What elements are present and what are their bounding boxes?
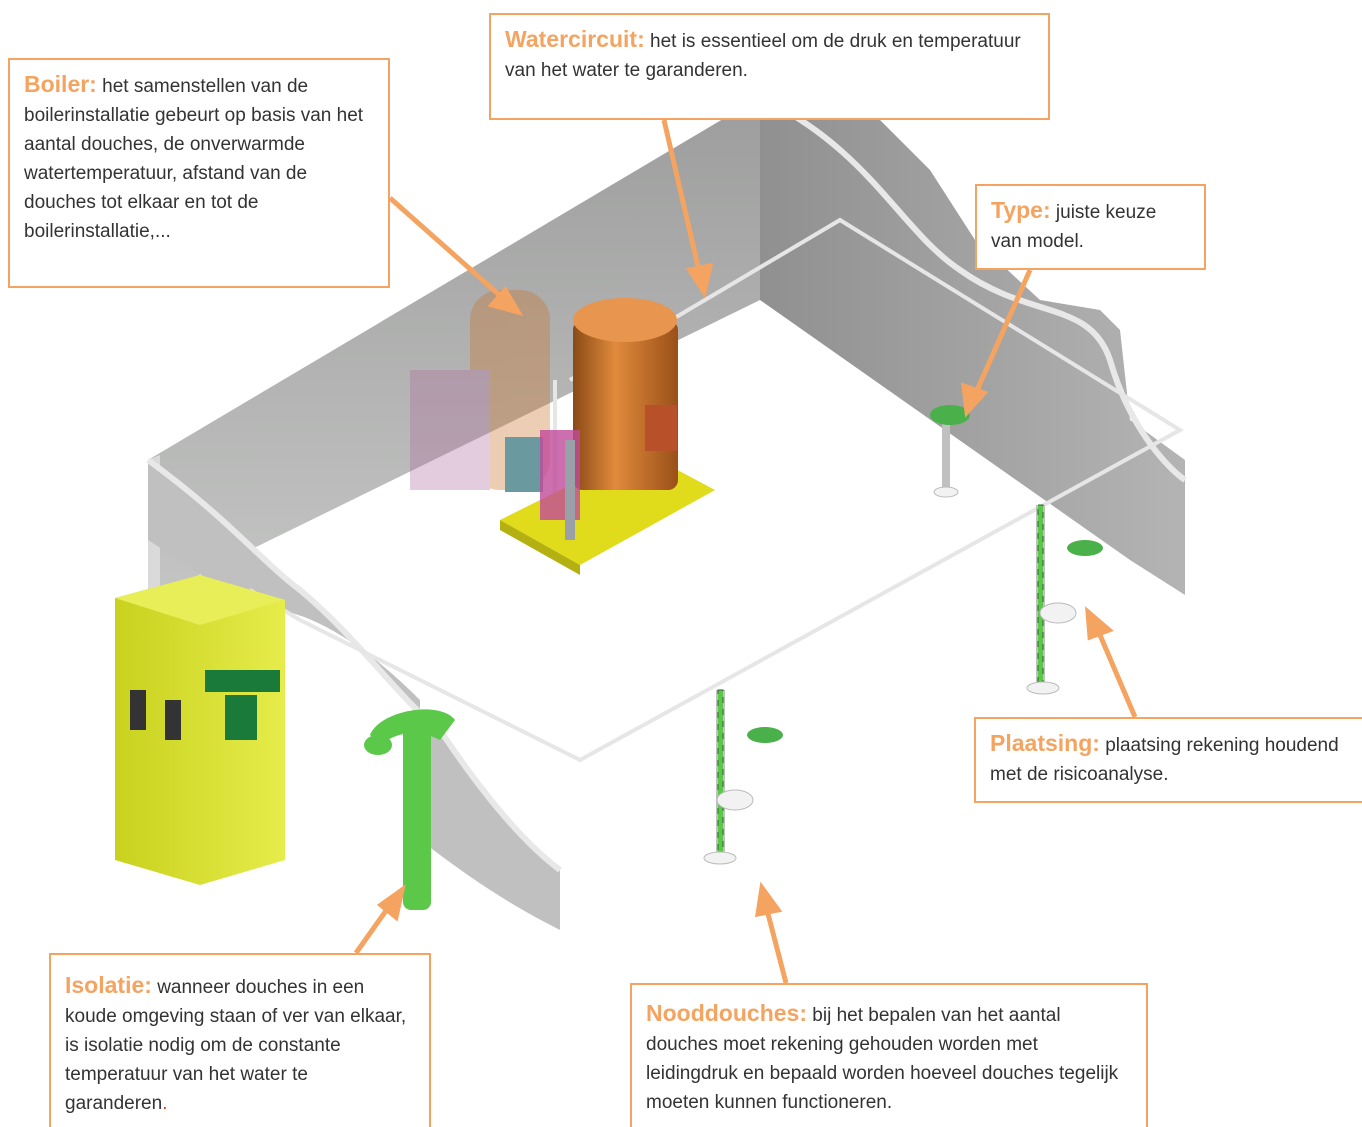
emergency-shower-right [1026, 504, 1103, 695]
boiler-pipework [505, 430, 580, 540]
arrow-isolatie [353, 884, 406, 955]
callout-keyword: Isolatie: [65, 972, 152, 998]
callout-tail: . [162, 1093, 168, 1114]
arrow-watercircuit [661, 119, 714, 299]
arrow-plaatsing [1085, 606, 1138, 718]
insulated-shower [364, 709, 455, 910]
callout-text: plaatsing rekening houdend met de risico… [990, 735, 1339, 785]
callout-type: Type: juiste keuze van model. [975, 184, 1206, 270]
callout-text: het samenstellen van de boilerinstallati… [24, 76, 364, 242]
boiler-tank [573, 298, 678, 490]
emergency-shower-center [703, 689, 783, 865]
callout-text: wanneer douches in een koude omgeving st… [65, 977, 407, 1114]
arrow-boiler [388, 196, 524, 317]
callout-keyword: Boiler: [24, 71, 97, 97]
callout-plaatsing: Plaatsing: plaatsing rekening houdend me… [974, 717, 1362, 803]
back-wall-right [758, 94, 1187, 595]
callout-isolatie: Isolatie: wanneer douches in een koude o… [49, 953, 431, 1127]
front-left-wall [146, 457, 562, 930]
callout-text: bij het bepalen van het aantal douches m… [646, 1005, 1119, 1113]
callout-keyword: Type: [991, 197, 1051, 223]
eye-wash-station [930, 405, 970, 498]
callout-keyword: Plaatsing: [990, 730, 1100, 756]
callout-boiler: Boiler: het samenstellen van de boilerin… [8, 58, 390, 288]
callout-keyword: Watercircuit: [505, 26, 645, 52]
callout-arrows [353, 119, 1138, 984]
callout-text: juiste keuze van model. [991, 202, 1157, 252]
yellow-cabinet [115, 575, 285, 885]
arrow-nooddouches [754, 881, 789, 984]
callout-text: het is essentieel om de druk en temperat… [505, 31, 1021, 81]
callout-nooddouches: Nooddouches: bij het bepalen van het aan… [630, 983, 1148, 1127]
arrow-type [961, 268, 1033, 418]
callout-keyword: Nooddouches: [646, 1000, 807, 1026]
callout-watercircuit: Watercircuit: het is essentieel om de dr… [489, 13, 1050, 120]
